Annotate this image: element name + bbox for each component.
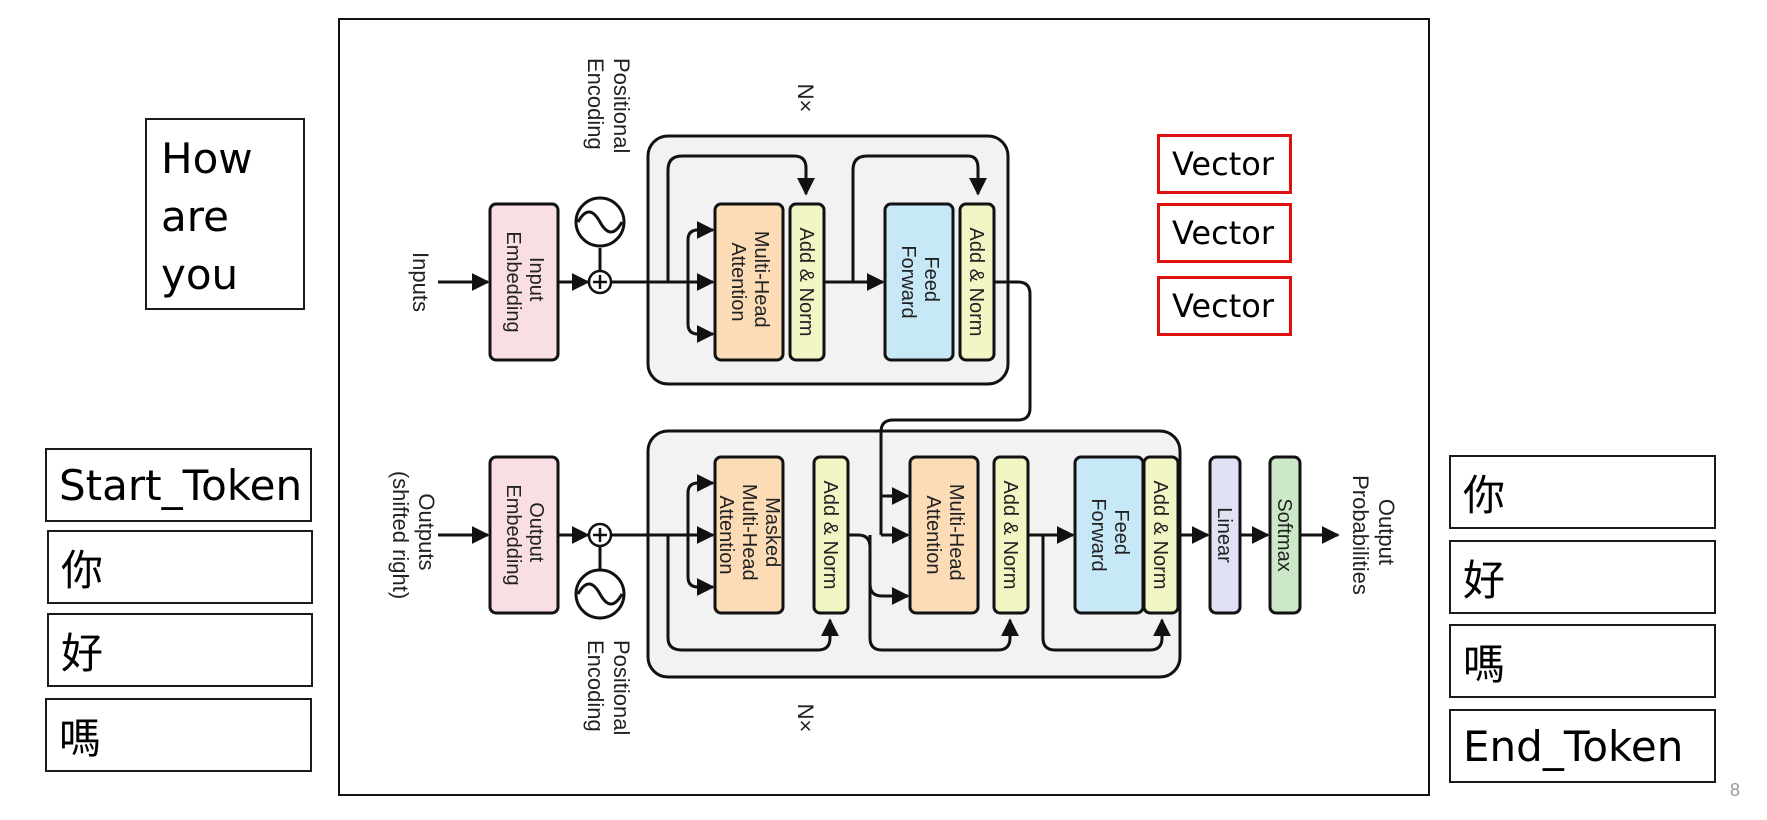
input-embedding-box: [488, 202, 560, 362]
token-label: 好: [1463, 555, 1506, 605]
linear-label: Linear: [1213, 507, 1235, 563]
encoder-attention-label: Multi-Head Attention: [727, 231, 772, 333]
input-word: you: [161, 250, 239, 299]
positional-encoding-label: Positional Encoding: [583, 58, 634, 160]
input-embedding-label: Input Embedding: [502, 231, 547, 332]
encoder-add-norm-label: Add & Norm: [965, 228, 987, 337]
decoder-add-norm-label: Add & Norm: [999, 481, 1021, 590]
token-label: Start_Token: [59, 460, 303, 510]
softmax-box: [1268, 455, 1302, 615]
positional-encoding-label: Positional Encoding: [583, 640, 634, 742]
input-word: are: [161, 192, 229, 241]
output-token: 嗎: [1449, 624, 1716, 698]
token-label: End_Token: [1463, 721, 1684, 771]
vector-label: Vector: [1172, 145, 1274, 183]
output-embedding-box: [488, 455, 560, 615]
decoder-attention-box: [908, 455, 980, 615]
output-probabilities-label: Output Probabilities: [1348, 475, 1399, 595]
token-label: 嗎: [1463, 639, 1506, 689]
encoder-add-norm-label: Add & Norm: [795, 228, 817, 337]
output-embedding-label: Output Embedding: [502, 484, 547, 585]
encoder-add-norm-box: [958, 202, 996, 362]
encoder-output-vector: Vector: [1157, 203, 1292, 263]
output-token: End_Token: [1449, 709, 1716, 783]
decoder-input-token: Start_Token: [45, 448, 312, 522]
softmax-label: Softmax: [1273, 498, 1295, 571]
output-token: 你: [1449, 455, 1716, 529]
encoder-output-vector: Vector: [1157, 276, 1292, 336]
token-label: 你: [1463, 470, 1506, 520]
decoder-add-norm-label: Add & Norm: [1149, 481, 1171, 590]
output-token: 好: [1449, 540, 1716, 614]
encoder-repeat-label: N×: [793, 84, 818, 113]
decoder-add-norm-box: [812, 455, 850, 615]
encoder-output-vector: Vector: [1157, 134, 1292, 194]
decoder-add-norm-label: Add & Norm: [819, 481, 841, 590]
decoder-feed-forward-label: Feed Forward: [1087, 498, 1132, 571]
decoder-input-token: 好: [47, 613, 313, 687]
encoder-attention-box: [713, 202, 785, 362]
decoder-input-token: 嗎: [45, 698, 312, 772]
encoder-feed-forward-box: [883, 202, 955, 362]
decoder-add-norm-box: [992, 455, 1030, 615]
decoder-attention-label: Multi-Head Attention: [922, 484, 967, 586]
decoder-add-norm-box: [1142, 455, 1180, 615]
vector-label: Vector: [1172, 287, 1274, 325]
decoder-repeat-label: N×: [793, 704, 818, 733]
decoder-input-token: 你: [47, 530, 313, 604]
input-words-box: How are you: [145, 118, 305, 310]
page-number: 8: [1730, 780, 1741, 800]
inputs-label: Inputs: [408, 252, 433, 312]
encoder-feed-forward-label: Feed Forward: [897, 245, 942, 318]
input-word: How: [161, 134, 253, 183]
masked-attention-label: Masked Multi-Head Attention: [715, 484, 783, 586]
token-label: 嗎: [59, 713, 102, 763]
token-label: 好: [61, 628, 104, 678]
masked-attention-box: [713, 455, 785, 615]
vector-label: Vector: [1172, 214, 1274, 252]
linear-box: [1208, 455, 1242, 615]
outputs-label: Outputs (shifted right): [388, 471, 439, 599]
token-label: 你: [61, 545, 104, 595]
encoder-add-norm-box: [788, 202, 826, 362]
